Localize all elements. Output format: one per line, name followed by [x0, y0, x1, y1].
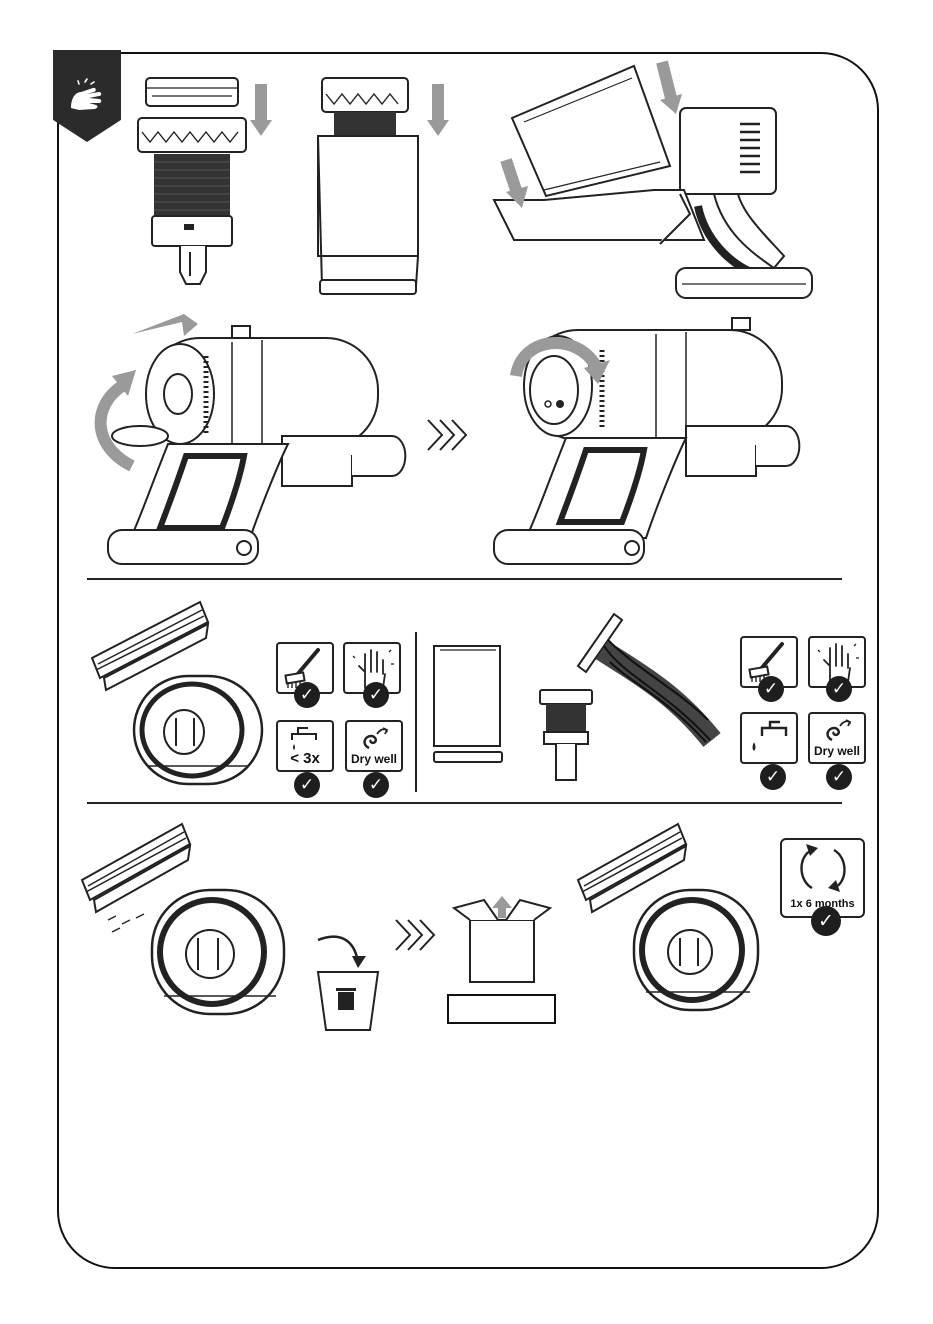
rotate-arrows-icon — [782, 840, 862, 894]
double-chevron-icon — [424, 418, 468, 452]
check-icon: ✓ — [363, 682, 389, 708]
hand-wipe-icon: ✓ — [343, 642, 401, 694]
check-icon: ✓ — [363, 772, 389, 798]
brush-cleaning-icon: ✓ — [276, 642, 334, 694]
water-tap-icon — [278, 722, 332, 752]
check-icon: ✓ — [294, 772, 320, 798]
old-filter-illustration — [78, 820, 288, 1030]
filter-assembly-illustration — [134, 72, 294, 292]
pre-motor-filter-illustration — [88, 598, 268, 788]
part-label-box — [447, 994, 556, 1024]
section-divider — [87, 802, 842, 804]
check-icon: ✓ — [826, 764, 852, 790]
check-icon: ✓ — [826, 676, 852, 702]
double-chevron-icon — [392, 918, 436, 952]
brush-roll-illustration — [574, 610, 724, 750]
check-icon: ✓ — [811, 906, 841, 936]
dry-well-label: Dry well — [347, 752, 401, 766]
dry-air-icon — [347, 722, 401, 752]
dry-air-icon — [810, 714, 864, 744]
new-filter-illustration — [574, 820, 764, 1020]
dust-bin-illustration — [430, 640, 520, 770]
check-icon: ✓ — [294, 682, 320, 708]
wash-count-label: < 3x — [278, 750, 332, 767]
vertical-divider — [415, 632, 417, 792]
dry-well-icon: Dry well ✓ — [345, 720, 403, 772]
vacuum-filter-twist-off-illustration — [82, 316, 402, 576]
dry-well-icon: Dry well ✓ — [808, 712, 866, 764]
water-tap-icon — [742, 714, 796, 762]
check-icon: ✓ — [760, 764, 786, 790]
hand-wipe-icon: ✓ — [808, 636, 866, 688]
wash-limit-icon: < 3x ✓ — [276, 720, 334, 772]
vacuum-filter-attached-illustration — [486, 316, 806, 576]
trash-bin-icon — [312, 934, 382, 1034]
dry-well-label: Dry well — [810, 744, 864, 758]
check-icon: ✓ — [758, 676, 784, 702]
filter-and-bin-illustration — [308, 72, 468, 302]
section-divider — [87, 578, 842, 580]
brush-cleaning-icon: ✓ — [740, 636, 798, 688]
vacuum-bin-removal-illustration — [484, 56, 824, 306]
hand-wipe-cleaning-icon — [65, 78, 109, 118]
new-part-box-icon — [448, 892, 556, 988]
wash-icon: ✓ — [740, 712, 798, 764]
